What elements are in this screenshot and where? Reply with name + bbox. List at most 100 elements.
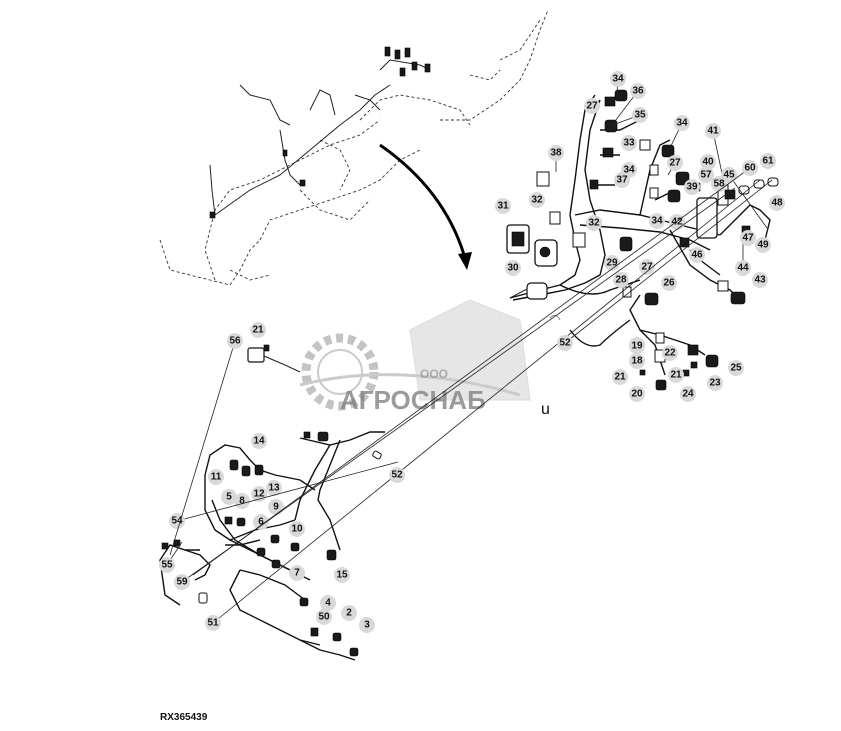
callout-13: 13: [266, 480, 282, 496]
callout-bubble: [169, 513, 185, 529]
callout-number: 48: [771, 198, 783, 209]
callout-bubble: [389, 467, 405, 483]
callout-number: 42: [671, 217, 683, 228]
callout-number: 33: [623, 138, 635, 149]
watermark-logo: [299, 299, 531, 411]
callout-bubble: [629, 338, 645, 354]
callout-41: 41: [705, 123, 724, 179]
callout-number: 45: [723, 170, 735, 181]
callout-number: 57: [700, 170, 712, 181]
callout-bubble: [612, 369, 628, 385]
callout-bubble: [557, 335, 573, 351]
callout-bubble: [505, 260, 521, 276]
callout-30: 30: [505, 260, 521, 276]
callout-bubble: [769, 195, 785, 211]
callout-18: 18: [629, 353, 645, 369]
callout-number: 30: [507, 263, 519, 274]
callout-bubble: [251, 433, 267, 449]
callout-number: 34: [623, 165, 635, 176]
callout-25: 25: [728, 360, 744, 376]
callout-31: 31: [495, 198, 511, 214]
callout-43: 43: [752, 272, 768, 288]
callout-bubble: [289, 565, 305, 581]
callout-bubble: [728, 360, 744, 376]
callout-7: 7: [289, 565, 305, 581]
callout-number: 18: [631, 356, 643, 367]
callout-leader: [176, 461, 399, 522]
callout-number: 27: [586, 101, 598, 112]
callout-number: 12: [253, 489, 265, 500]
callout-number: 34: [676, 118, 688, 129]
callout-number: 11: [211, 472, 222, 483]
callout-bubble: [584, 98, 600, 114]
callout-bubble: [613, 272, 629, 288]
callout-bubble: [630, 83, 646, 99]
callout-bubble: [662, 345, 678, 361]
callout-bubble: [680, 386, 696, 402]
callout-number: 37: [616, 175, 628, 186]
machine-overview: [159, 9, 549, 286]
callout-number: 4: [325, 598, 331, 609]
callout-number: 20: [631, 389, 643, 400]
callout-54: 54: [169, 461, 399, 529]
callout-47: 47: [740, 230, 756, 246]
callout-50: 50: [316, 609, 332, 625]
callout-number: 5: [226, 492, 232, 503]
callout-59: 59: [174, 187, 736, 590]
callout-12: 12: [251, 486, 267, 502]
callout-bubble: [316, 609, 332, 625]
callout-38: 38: [548, 145, 564, 172]
callout-number: 59: [176, 577, 188, 588]
callout-number: 8: [239, 496, 245, 507]
callout-bubble: [752, 272, 768, 288]
zoom-arrow-line: [379, 143, 467, 259]
callout-number: 35: [634, 110, 646, 121]
callout-15: 15: [334, 567, 350, 583]
callout-bubble: [629, 353, 645, 369]
callout-52: 52: [389, 467, 405, 483]
callout-28: 28: [613, 272, 629, 288]
callout-bubble: [495, 198, 511, 214]
watermark-suffix: u: [541, 401, 550, 418]
callout-35: 35: [609, 107, 648, 127]
watermark-prefix: ООО: [420, 367, 448, 381]
callout-number: 21: [252, 325, 264, 336]
callout-number: 10: [291, 524, 303, 535]
callout-2: 2: [341, 605, 357, 621]
callout-bubble: [227, 333, 243, 349]
callout-bubble: [707, 375, 723, 391]
callout-29: 29: [604, 255, 620, 271]
callout-bubble: [334, 567, 350, 583]
callout-bubble: [705, 123, 721, 139]
callout-bubble: [266, 480, 282, 496]
callout-number: 46: [691, 250, 703, 261]
callout-bubble: [667, 155, 683, 171]
callout-52: 52: [557, 179, 773, 351]
callout-number: 44: [737, 263, 749, 274]
callout-number: 38: [550, 148, 562, 159]
callout-leader: [169, 340, 236, 556]
callout-bubble: [341, 605, 357, 621]
callout-22: 22: [662, 345, 678, 361]
callout-bubble: [684, 179, 700, 195]
callout-bubble: [205, 615, 221, 631]
callout-number: 7: [294, 568, 300, 579]
callout-bubble: [359, 617, 375, 633]
callout-number: 32: [588, 218, 600, 229]
callout-number: 36: [632, 86, 644, 97]
callout-number: 39: [686, 182, 698, 193]
callout-27: 27: [584, 98, 601, 114]
callout-leader: [181, 187, 736, 583]
callout-40: 40: [700, 154, 716, 170]
callout-number: 50: [318, 612, 330, 623]
callout-number: 6: [258, 517, 264, 528]
callout-bubble: [174, 574, 190, 590]
callout-bubble: [586, 215, 602, 231]
callout-24: 24: [680, 386, 696, 402]
callout-32: 32: [529, 192, 545, 208]
callout-number: 54: [171, 516, 183, 527]
callout-number: 14: [253, 436, 265, 447]
callout-4: 4: [320, 595, 336, 611]
reference-code: RX365439: [160, 712, 208, 723]
